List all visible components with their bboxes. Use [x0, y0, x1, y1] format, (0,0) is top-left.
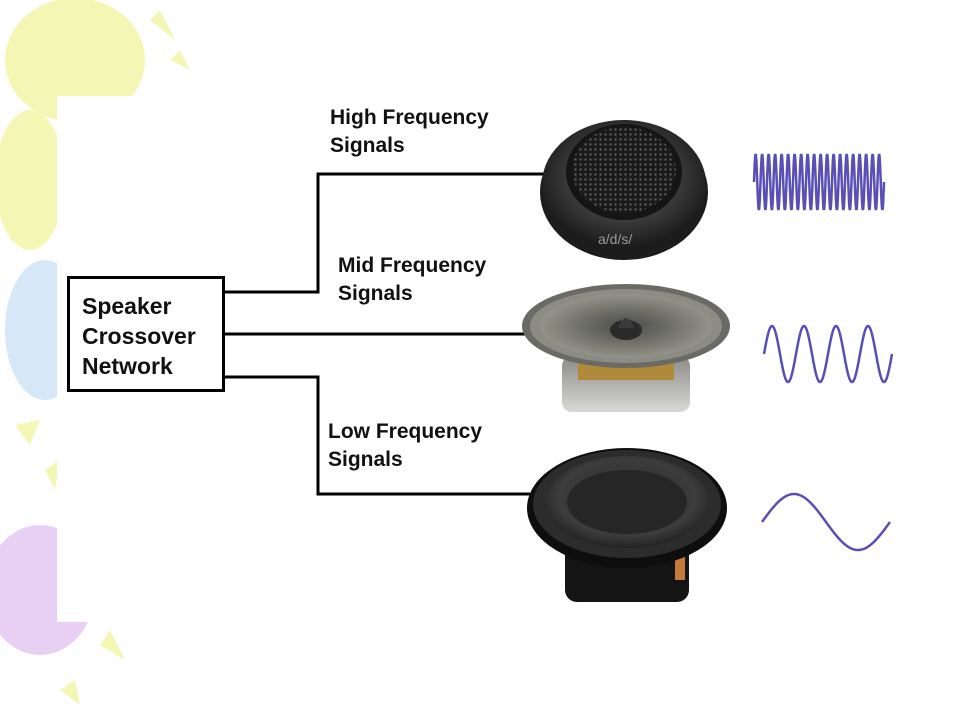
woofer-image: [527, 448, 727, 602]
low-frequency-label: Low Frequency Signals: [328, 420, 483, 471]
high-frequency-wire: [225, 172, 545, 294]
low-frequency-waveform: [760, 492, 892, 552]
high-frequency-label: High Frequency Signals: [330, 106, 489, 157]
low-frequency-wire: [225, 375, 530, 496]
tweeter-image: a/d/s/: [540, 120, 708, 260]
mid-frequency-waveform: [762, 324, 894, 384]
tweeter-brand-text: a/d/s/: [598, 231, 632, 247]
midrange-image: [522, 284, 730, 412]
mid-frequency-label: Mid Frequency Signals: [338, 254, 487, 305]
high-frequency-waveform: [752, 153, 886, 211]
crossover-network-label: Speaker Crossover Network: [82, 293, 196, 379]
crossover-network-box: Speaker Crossover Network: [67, 276, 225, 392]
